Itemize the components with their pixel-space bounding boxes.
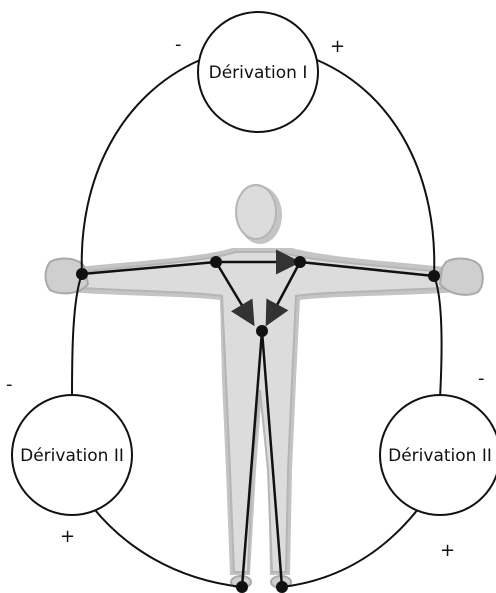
vector-down-right (260, 330, 284, 588)
electrode-icon (256, 325, 268, 337)
lead-2-pos-sign: + (60, 526, 75, 547)
lead-1-pos-sign: + (330, 36, 345, 57)
vector-down-left (240, 330, 264, 588)
lead-2-node: Dérivation II (11, 394, 133, 516)
electrode-icon (276, 581, 288, 593)
lead-3-wire-upper (433, 275, 443, 399)
electrode-icon (294, 256, 306, 268)
lead-3-neg-sign: - (478, 368, 485, 389)
vector-arm-right (299, 260, 435, 278)
einthoven-vectors (81, 249, 435, 588)
human-body-icon (44, 184, 484, 589)
electrodes (76, 256, 440, 593)
lead-3-node: Dérivation II (379, 394, 496, 516)
electrode-icon (428, 270, 440, 282)
electrode-icon (76, 268, 88, 280)
lead-1-wire-right (316, 59, 436, 277)
vector-lead-3 (265, 261, 302, 327)
lead-2-label: Dérivation II (20, 446, 124, 466)
lead-3-pos-sign: + (440, 540, 455, 561)
electrode-icon (236, 581, 248, 593)
lead-3-label: Dérivation II (388, 446, 492, 466)
lead-1-neg-sign: - (175, 34, 182, 55)
vector-arm-left (81, 260, 217, 276)
lead-1-wire-left (80, 59, 201, 275)
vector-lead-2 (214, 261, 255, 327)
lead-1-label: Dérivation I (209, 63, 308, 83)
lead-1-node: Dérivation I (197, 11, 319, 133)
electrode-icon (210, 256, 222, 268)
lead-2-wire-upper (71, 273, 83, 399)
lead-2-neg-sign: - (6, 374, 13, 395)
